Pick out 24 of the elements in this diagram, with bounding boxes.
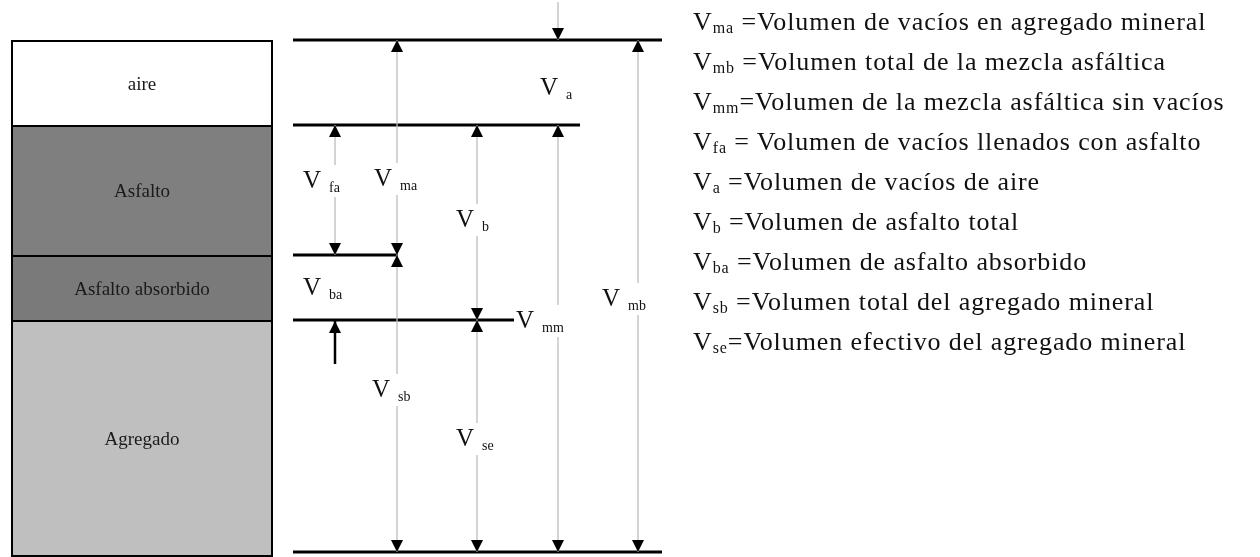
definition-text: V$_{mb}$ =Volumen total de la mezcla asfáltica bbox=[693, 46, 1167, 78]
definition-text: V$_{a}$ =Volumen de vacíos de aire bbox=[693, 166, 1042, 198]
layer-label: Asfalto bbox=[114, 180, 170, 202]
definition-text: V$_{b}$ =Volumen de asfalto total bbox=[693, 206, 1021, 238]
dimension-label: V$_{ma}$ bbox=[372, 163, 420, 195]
layer-label: aire bbox=[127, 72, 157, 95]
definition-text: V$_{se}$=Volumen efectivo del agregado mineral bbox=[693, 326, 1188, 358]
phase-layer bbox=[11, 320, 273, 557]
dimension-label: V$_{se}$ bbox=[454, 423, 496, 455]
layer-label: Asfalto absorbido bbox=[74, 277, 210, 300]
phase-layer bbox=[11, 255, 273, 322]
layer-label: Agregado bbox=[104, 427, 180, 450]
definition-text: V$_{mm}$=Volumen de la mezcla asfáltica sin vacíos bbox=[693, 86, 1226, 118]
dimension-label: V$_{fa}$ bbox=[301, 165, 342, 197]
dimension-label: V$_{mm}$ bbox=[514, 305, 566, 337]
dimension-label: V$_{b}$ bbox=[454, 204, 492, 236]
phase-layer bbox=[11, 40, 273, 127]
dimension-label: V$_{mb}$ bbox=[600, 283, 648, 315]
definition-text: V$_{fa}$ = Volumen de vacíos llenados con asfalto bbox=[693, 126, 1203, 158]
phase-layer bbox=[11, 125, 273, 257]
dimension-label: V$_{sb}$ bbox=[370, 374, 413, 406]
definition-text: V$_{ma}$ =Volumen de vacíos en agregado mineral bbox=[693, 6, 1208, 38]
definition-text: V$_{sb}$ =Volumen total del agregado mineral bbox=[693, 286, 1156, 318]
definition-text: V$_{ba}$ =Volumen de asfalto absorbido bbox=[693, 246, 1089, 278]
